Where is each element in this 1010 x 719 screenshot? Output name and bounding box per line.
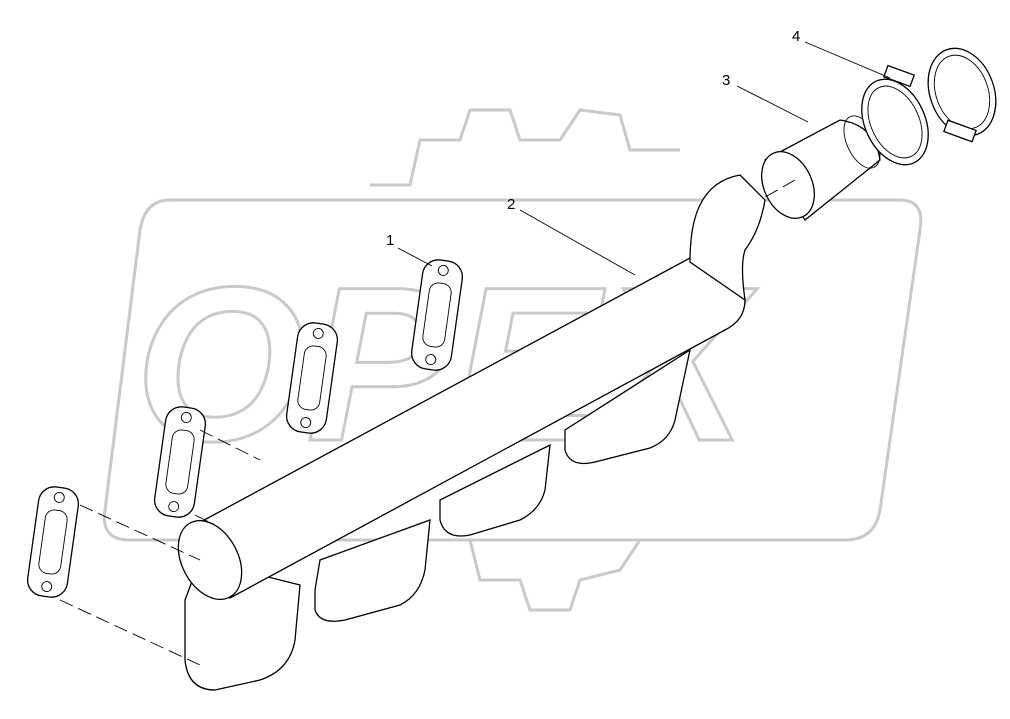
exhaust-manifold-pipe bbox=[177, 174, 766, 600]
callout-2: 2 bbox=[507, 196, 516, 213]
sleeve bbox=[761, 115, 881, 221]
callout-3: 3 bbox=[722, 72, 731, 89]
gasket bbox=[285, 322, 339, 434]
callout-4: 4 bbox=[792, 28, 801, 45]
gaskets bbox=[26, 259, 464, 598]
gasket bbox=[410, 259, 464, 371]
leader-lines bbox=[397, 41, 891, 276]
gasket bbox=[153, 406, 207, 518]
gasket bbox=[26, 486, 80, 598]
assembly-lines bbox=[59, 179, 796, 666]
pipe-end-cap bbox=[177, 520, 243, 600]
hose-clamps bbox=[861, 47, 997, 166]
callout-1: 1 bbox=[386, 232, 395, 249]
